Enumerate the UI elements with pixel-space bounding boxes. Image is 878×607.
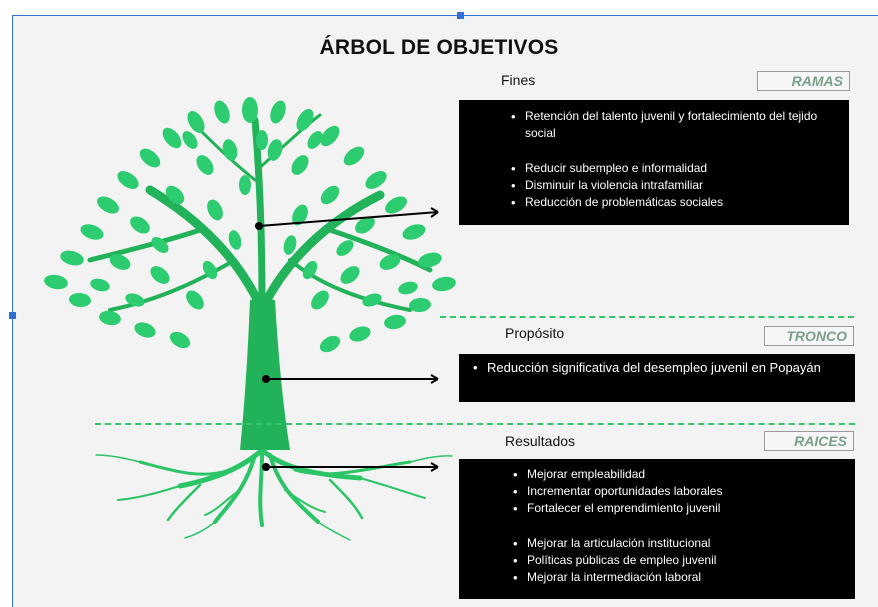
separator-proposito-resultados — [95, 423, 855, 425]
section-label-fines: Fines — [501, 72, 536, 88]
fines-item: Retención del talento juvenil y fortalec… — [509, 108, 839, 142]
diagram-title: ÁRBOL DE OBJETIVOS — [319, 36, 559, 59]
connector-fines — [255, 207, 439, 230]
separator-fines-proposito — [440, 316, 854, 318]
resultados-item: Incrementar oportunidades laborales — [511, 483, 845, 500]
fines-item: Reducir subempleo e informalidad — [509, 160, 839, 177]
tree-trunk — [240, 300, 290, 450]
box-resultados: Mejorar empleabilidad Incrementar oportu… — [459, 459, 855, 599]
resultados-item: Mejorar la articulación institucional — [511, 535, 845, 552]
resize-handle-top[interactable] — [457, 12, 464, 19]
tag-ramas: RAMAS — [757, 71, 850, 91]
tag-raices: RAICES — [764, 431, 854, 451]
box-fines: Retención del talento juvenil y fortalec… — [459, 100, 849, 225]
resize-handle-left[interactable] — [9, 312, 16, 319]
resultados-item: Fortalecer el emprendimiento juvenil — [511, 500, 845, 517]
tag-tronco: TRONCO — [764, 326, 854, 346]
section-label-proposito: Propósito — [505, 325, 565, 341]
resultados-item: Políticas públicas de empleo juvenil — [511, 552, 845, 569]
resultados-item: Mejorar la intermediación laboral — [511, 569, 845, 586]
section-label-resultados: Resultados — [505, 433, 576, 449]
connector-resultados — [262, 462, 439, 472]
tree-canopy-leaves — [44, 97, 456, 353]
box-proposito: Reducción significativa del desempleo ju… — [459, 354, 855, 402]
connector-proposito — [262, 374, 439, 384]
selection-border-top — [12, 15, 878, 16]
fines-item: Disminuir la violencia intrafamiliar — [509, 177, 839, 194]
resultados-item: Mejorar empleabilidad — [511, 466, 845, 483]
tree-roots — [95, 447, 453, 541]
selection-border-left — [12, 15, 13, 607]
proposito-item: Reducción significativa del desempleo ju… — [471, 359, 845, 377]
fines-item: Reducción de problemáticas sociales — [509, 194, 839, 211]
tree-branches — [87, 113, 433, 315]
